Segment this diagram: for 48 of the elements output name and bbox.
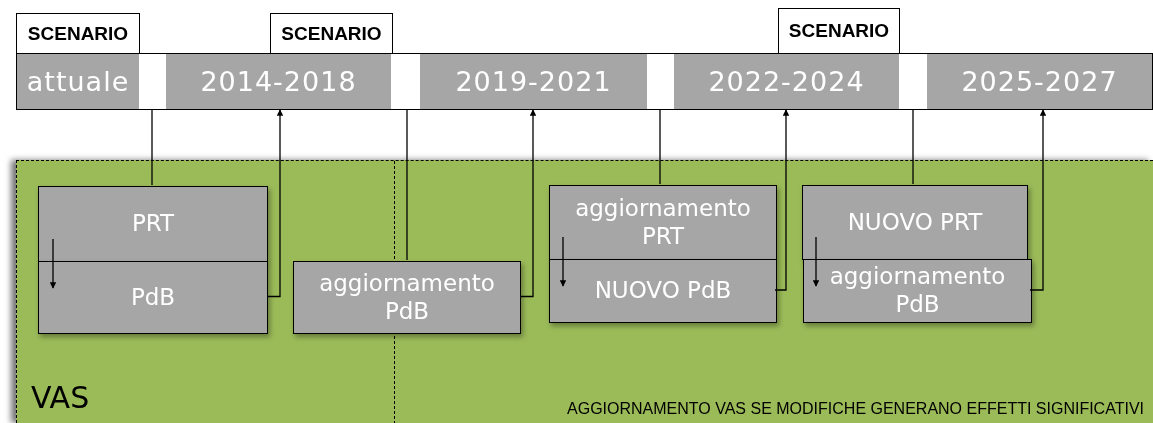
tag-label: SCENARIO	[281, 22, 382, 45]
plan-box	[549, 259, 777, 323]
plan-label: PRT	[130, 210, 176, 238]
tag-label: SCENARIO	[788, 20, 890, 42]
plan-label: aggiornamento PdB	[318, 269, 496, 326]
timeline-gap	[139, 53, 166, 110]
period-box	[926, 53, 1153, 110]
arrow	[559, 236, 567, 287]
connector-line	[912, 109, 914, 185]
period-label: attuale	[26, 66, 130, 97]
period-box	[419, 53, 648, 110]
panel-label: VAS	[31, 380, 90, 415]
plan-box	[803, 259, 1032, 323]
scenario-tag	[270, 13, 393, 54]
timeline-gap	[899, 53, 927, 110]
connector-line	[659, 109, 661, 185]
plan-box	[802, 185, 1028, 260]
region-note: AGGIORNAMENTO VAS SE MODIFICHE GENERANO EFFETTI SIGNIFICATIVI	[567, 400, 1144, 418]
period-box	[673, 53, 900, 110]
scenario-tag	[778, 8, 900, 54]
period-box	[16, 53, 140, 110]
connector-line	[151, 109, 153, 186]
plan-box	[293, 261, 521, 334]
plan-label: aggiornamento PRT	[574, 194, 752, 251]
plan-label: NUOVO PdB	[593, 277, 733, 305]
plan-label: PdB	[129, 283, 177, 312]
period-label: 2014-2018	[200, 66, 357, 97]
plan-label: aggiornamento PdB	[828, 263, 1007, 319]
plan-box	[549, 185, 777, 260]
arrow	[266, 109, 284, 298]
scenario-tag	[16, 13, 140, 54]
plan-box	[38, 186, 268, 262]
period-label: 2025-2027	[961, 66, 1118, 97]
period-box	[165, 53, 392, 110]
vas-panel	[16, 160, 1153, 423]
arrow	[1029, 109, 1047, 291]
arrow	[519, 109, 537, 298]
arrow	[49, 238, 57, 289]
period-label: 2019-2021	[455, 66, 612, 97]
plan-box	[38, 261, 268, 334]
tag-label: SCENARIO	[27, 22, 129, 45]
period-label: 2022-2024	[708, 66, 865, 97]
timeline-gap	[391, 53, 420, 110]
plan-label: NUOVO PRT	[846, 208, 984, 237]
timeline-gap	[647, 53, 674, 110]
arrow	[774, 109, 790, 291]
connector-line	[406, 109, 408, 261]
arrow	[812, 236, 820, 287]
